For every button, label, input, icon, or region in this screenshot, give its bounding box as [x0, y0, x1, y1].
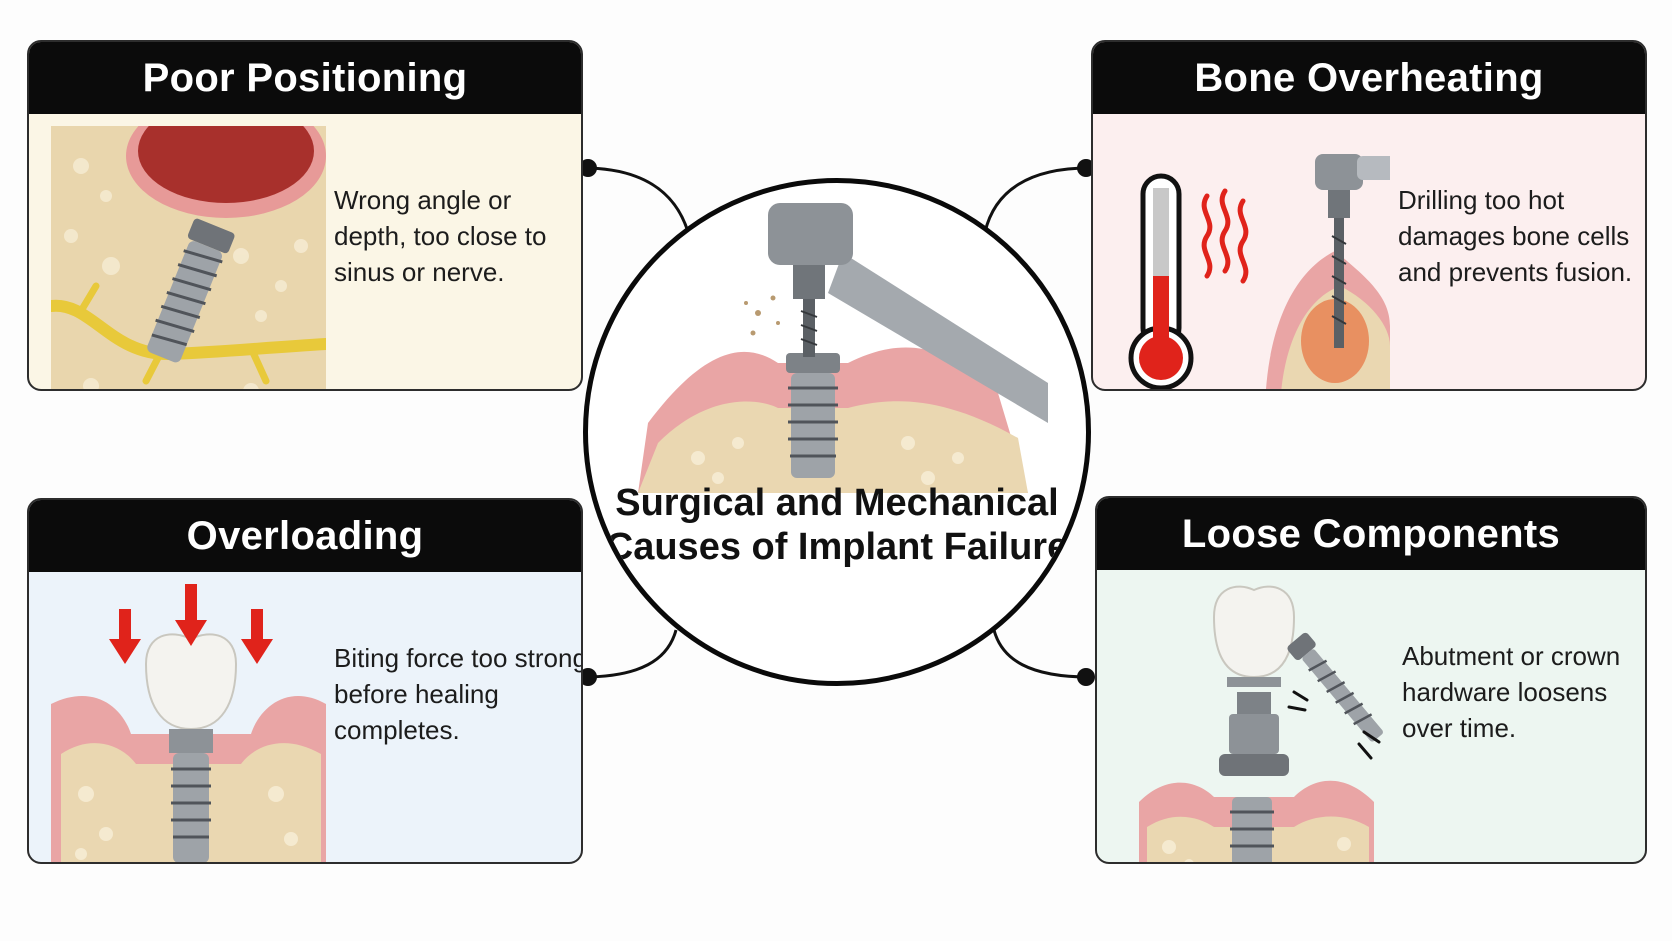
implant-screw-icon [1230, 797, 1274, 862]
bone-overheating-illustration [1128, 154, 1390, 389]
card-loose-components: Loose Components Abutment or crown hardw… [1095, 496, 1647, 864]
card-title: Loose Components [1097, 498, 1645, 570]
connector-dot-bottom-left [579, 668, 597, 686]
abutment-icon [1219, 692, 1289, 776]
sinus-icon [126, 126, 326, 218]
card-description: Wrong angle or depth, too close to sinus… [334, 185, 547, 287]
overloading-illustration [51, 584, 326, 862]
connector-bottom-right [992, 629, 1090, 679]
card-title: Bone Overheating [1093, 42, 1645, 114]
connector-dot-top-left [579, 159, 597, 177]
implant-screw-icon [786, 353, 840, 478]
handpiece-drill-icon [1315, 154, 1390, 348]
connector-dot-bottom-right [1077, 668, 1095, 686]
crown-icon [144, 633, 238, 731]
card-overloading: Overloading Biting force too strong befo… [27, 498, 583, 864]
loose-components-illustration [1139, 585, 1383, 862]
card-title: Overloading [29, 500, 581, 572]
card-description: Abutment or crown hardware loosens over … [1402, 641, 1621, 743]
implant-screw-icon [147, 218, 235, 363]
heat-waves-icon [1201, 188, 1249, 284]
poor-positioning-illustration [51, 126, 326, 389]
crown-icon [1212, 585, 1296, 687]
card-description: Drilling too hot damages bone cells and … [1398, 185, 1633, 287]
card-title: Poor Positioning [29, 42, 581, 114]
loose-screw-icon [1287, 632, 1383, 742]
connector-top-right [983, 166, 1090, 233]
card-bone-overheating: Bone Overheating Drilling too hot damage… [1091, 40, 1647, 391]
force-arrow-icon [109, 584, 273, 664]
card-poor-positioning: Poor Positioning Wrong angle or depth, t… [27, 40, 583, 391]
connector-top-left [582, 166, 690, 233]
hub-illustration [638, 203, 1048, 493]
connector-dot-top-right [1077, 159, 1095, 177]
handpiece-drill-icon [768, 203, 1048, 423]
diagram-title: Surgical and Mechanical Causes of Implan… [605, 482, 1069, 568]
card-description: Biting force too strong before healing c… [334, 643, 583, 745]
thermometer-icon [1128, 173, 1194, 389]
central-hub: Surgical and Mechanical Causes of Implan… [583, 178, 1091, 686]
connector-bottom-left [582, 629, 678, 679]
implant-screw-icon [169, 729, 213, 862]
